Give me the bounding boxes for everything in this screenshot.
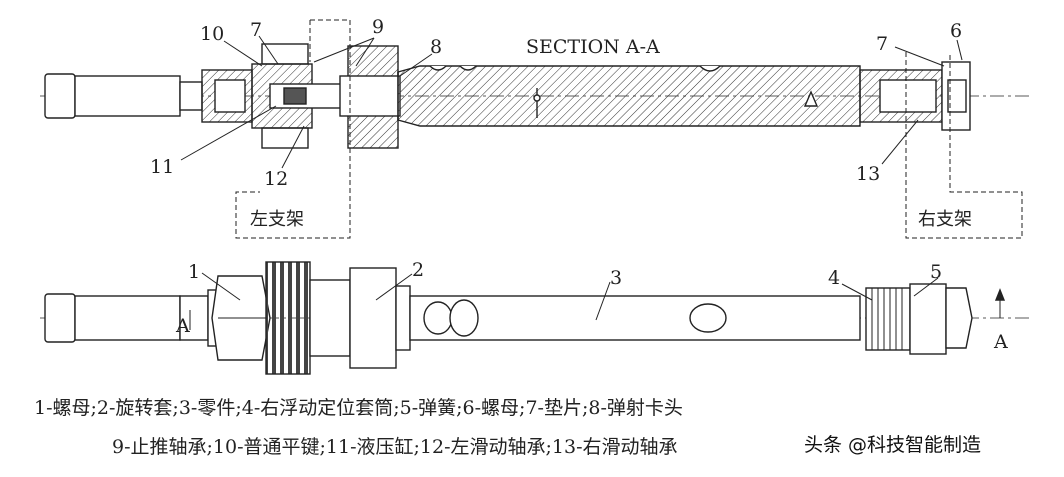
- callout-7-right: 7: [876, 33, 888, 55]
- callout-2: 2: [412, 259, 424, 281]
- right-bracket-label: 右支架: [918, 209, 972, 230]
- callout-7-left: 7: [250, 19, 262, 41]
- callout-13: 13: [856, 163, 880, 185]
- callout-9: 9: [372, 16, 384, 38]
- callout-11: 11: [150, 156, 174, 178]
- caption-line-2: 9-止推轴承;10-普通平键;11-液压缸;12-左滑动轴承;13-右滑动轴承: [112, 436, 678, 458]
- callout-1: 1: [188, 261, 200, 283]
- callout-6: 6: [950, 20, 962, 42]
- section-marker-left: A: [175, 315, 190, 337]
- callout-12: 12: [264, 168, 288, 190]
- callout-3: 3: [610, 267, 622, 289]
- callout-10: 10: [200, 23, 224, 45]
- watermark: 头条 @科技智能制造: [800, 430, 986, 457]
- section-view: [40, 19, 1030, 239]
- callout-4: 4: [828, 267, 840, 289]
- callout-8: 8: [430, 36, 442, 58]
- left-bracket-label: 左支架: [250, 209, 304, 230]
- exterior-view: [40, 261, 1030, 375]
- section-title: SECTION A-A: [526, 36, 660, 58]
- section-marker-right: A: [993, 331, 1008, 353]
- callout-5: 5: [930, 261, 942, 283]
- caption-line-1: 1-螺母;2-旋转套;3-零件;4-右浮动定位套筒;5-弹簧;6-螺母;7-垫片…: [34, 397, 683, 419]
